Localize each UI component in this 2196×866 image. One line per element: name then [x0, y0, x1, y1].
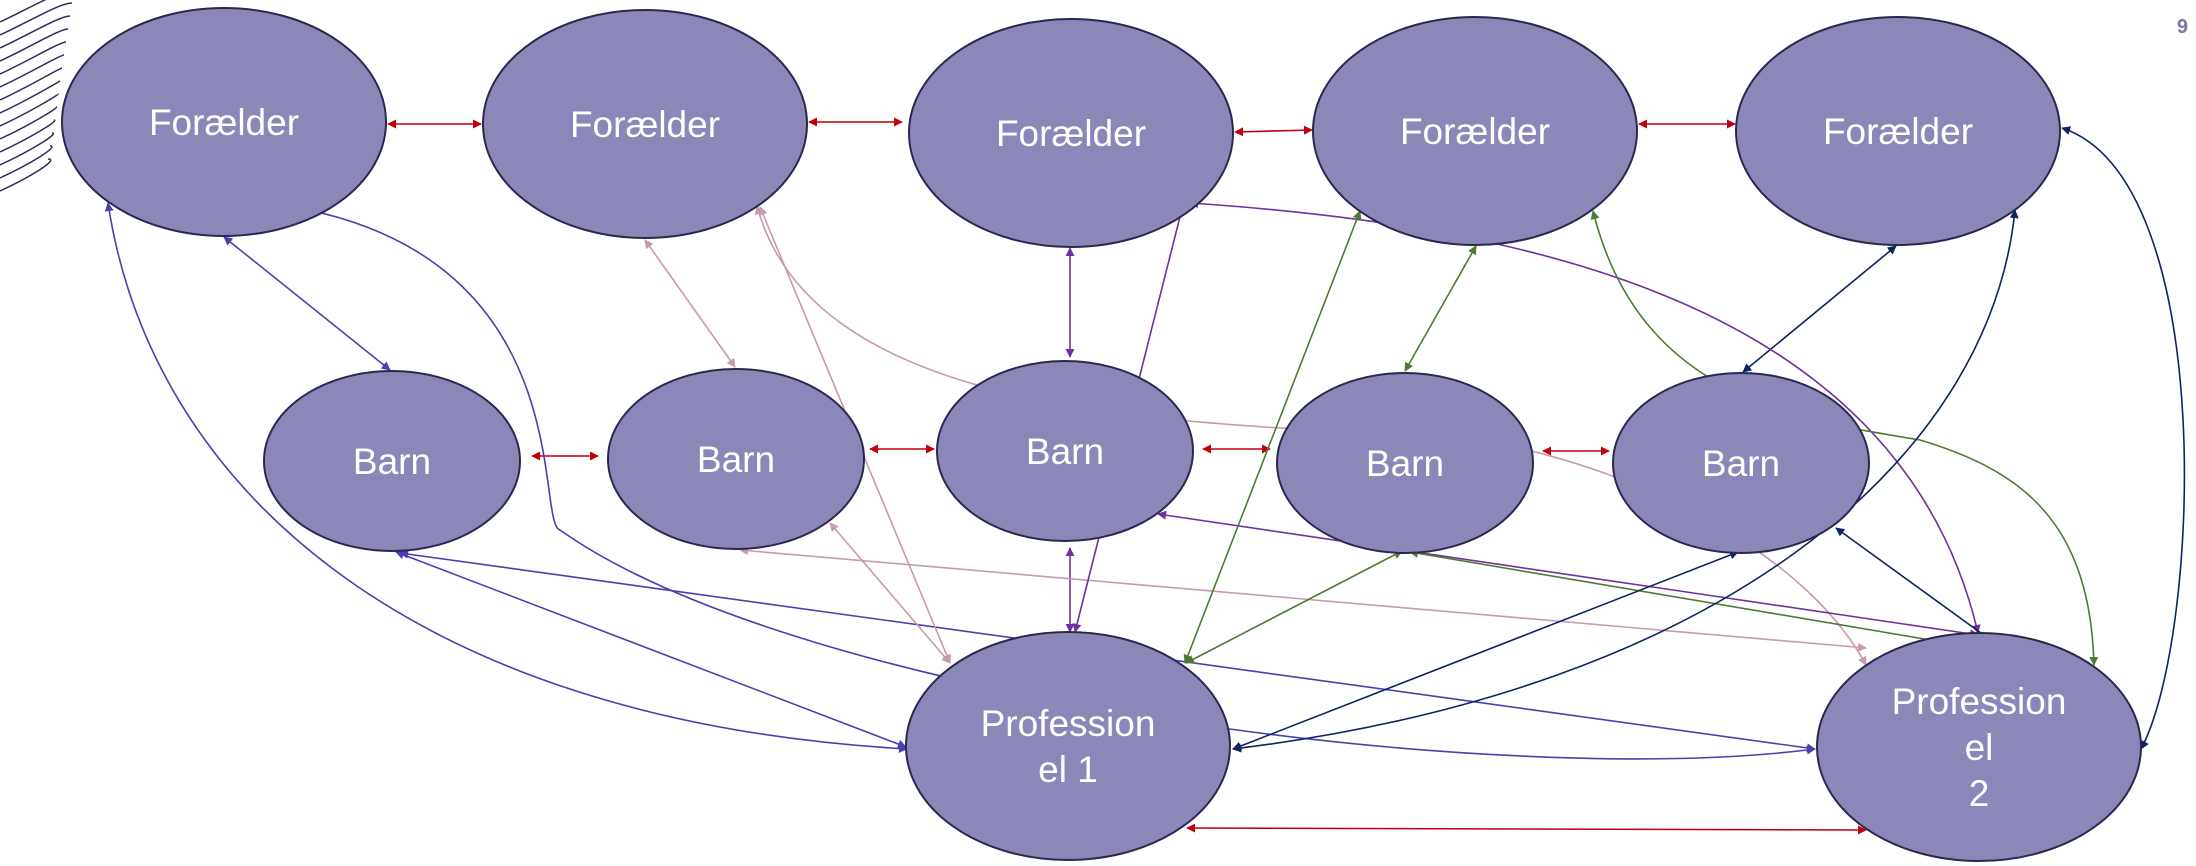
wave-line [0, 28, 69, 62]
node-label: Barn [697, 439, 775, 480]
node-parent-2: Forælder [482, 9, 808, 239]
arrow-child-3-to-professional-2 [1157, 510, 1979, 639]
page-number: 9 [2176, 16, 2188, 38]
node-label: Barn [1366, 443, 1444, 484]
wave-line [0, 0, 47, 23]
node-label: Forælder [570, 104, 720, 145]
nodes: Forælder Forælder Forælder Forælder Foræ… [61, 7, 2142, 862]
wave-line [0, 106, 57, 140]
wave-line [0, 54, 65, 88]
node-label: Forælder [996, 113, 1146, 154]
wave-line [0, 41, 67, 75]
arrow-parent-1-to-child-1 [223, 236, 391, 371]
node-label: Barn [353, 441, 431, 482]
node-child-2: Barn [607, 368, 865, 550]
node-child-1: Barn [263, 370, 521, 552]
node-child-5: Barn [1612, 372, 1870, 554]
node-parent-3: Forælder [908, 18, 1234, 248]
arrow-parent-5-to-professional-2 [2061, 126, 2186, 750]
wave-line [0, 80, 61, 114]
wave-line [0, 15, 71, 49]
node-parent-5: Forælder [1735, 16, 2061, 246]
arrow-child-2-to-professional-2 [739, 546, 1867, 652]
arrow-parent-4-to-child-4 [1404, 245, 1477, 372]
arrow-child-5-to-professional-1 [1232, 550, 1739, 751]
node-label: Forælder [1400, 111, 1550, 152]
node-label: Forælder [1823, 111, 1973, 152]
arrow-parent-2-to-child-2 [644, 239, 736, 368]
arrow-child-2-to-professional-1 [829, 522, 951, 664]
arrow-professional-1-to-professional-2 [1186, 823, 1867, 835]
node-label: Barn [1702, 443, 1780, 484]
wave-line [0, 67, 63, 101]
arrow-parent-3-to-parent-4 [1234, 125, 1313, 137]
wave-line [0, 132, 55, 166]
wave-line [0, 158, 52, 192]
decorative-wave-lines [0, 0, 73, 192]
node-label: Forælder [149, 102, 299, 143]
node-child-3: Barn [936, 360, 1194, 542]
wave-line [0, 145, 53, 179]
arrow-parent-5-to-child-5 [1742, 245, 1897, 373]
wave-line [0, 2, 73, 36]
node-parent-1: Forælder [61, 7, 387, 237]
arrow-child-4-to-professional-1 [1185, 550, 1403, 664]
node-child-4: Barn [1276, 372, 1534, 554]
node-parent-4: Forælder [1312, 16, 1638, 246]
wave-line [0, 119, 56, 153]
node-label: Barn [1026, 431, 1104, 472]
